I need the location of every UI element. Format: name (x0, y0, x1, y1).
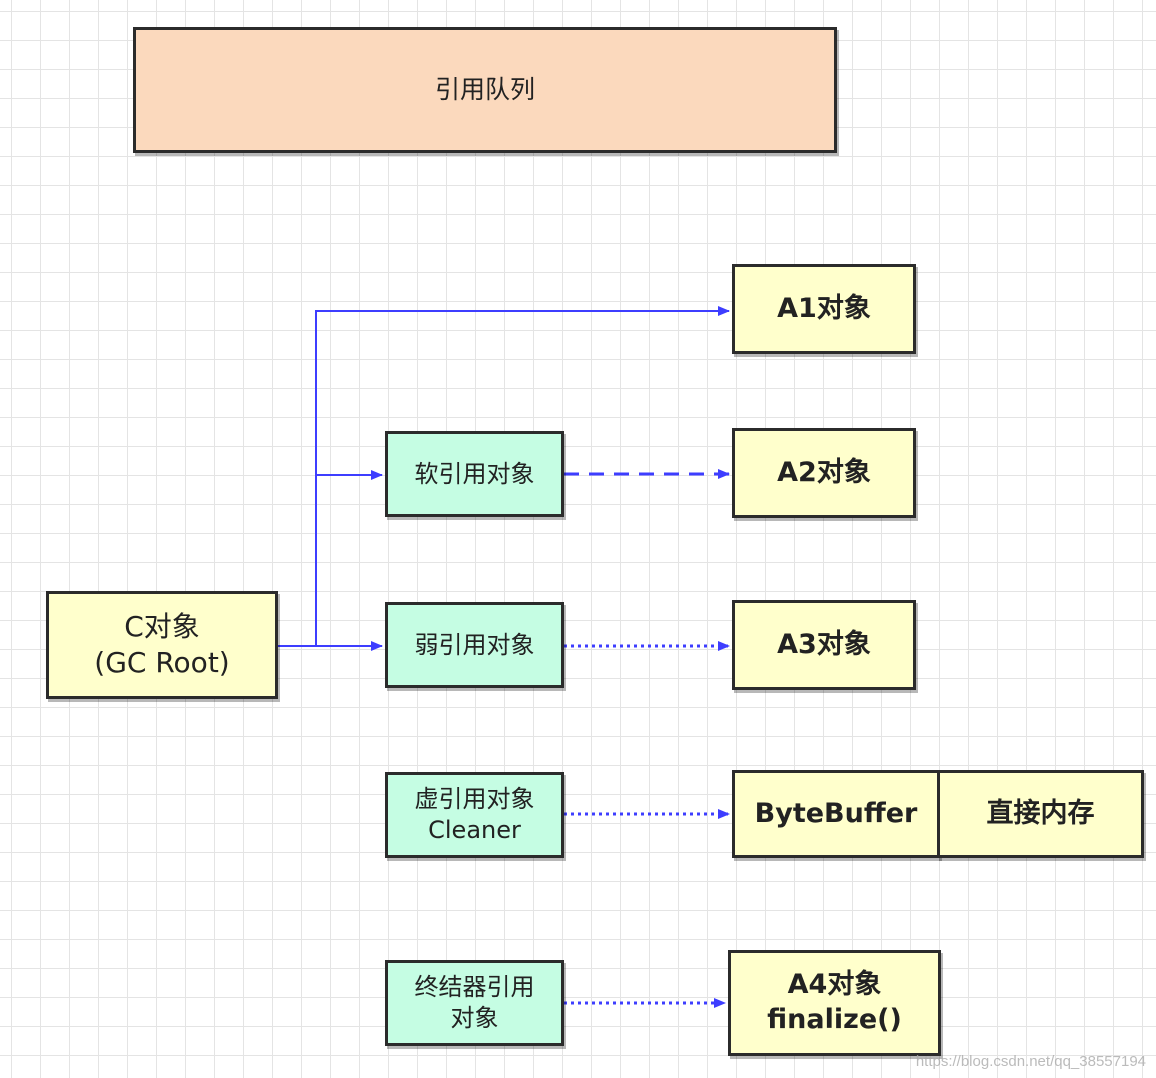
soft-reference-node: 软引用对象 (385, 431, 564, 517)
c-object-label: C对象 (124, 610, 200, 644)
watermark: https://blog.csdn.net/qq_38557194 (915, 1053, 1146, 1070)
phantom-reference-node: 虚引用对象 Cleaner (385, 772, 564, 858)
direct-memory-node: 直接内存 (937, 770, 1144, 858)
weak-reference-node: 弱引用对象 (385, 602, 564, 688)
a1-object-label: A1对象 (777, 292, 871, 324)
a2-object-node: A2对象 (732, 428, 916, 518)
direct-memory-label: 直接内存 (986, 797, 1095, 829)
reference-queue-node: 引用队列 (133, 27, 837, 153)
c-object-node: C对象 (GC Root) (46, 591, 278, 699)
a4-object-node: A4对象 finalize() (728, 950, 941, 1056)
finalizer-reference-object-label: 对象 (450, 1004, 499, 1032)
phantom-reference-label: 虚引用对象 (414, 785, 535, 814)
a2-object-label: A2对象 (777, 456, 871, 488)
a4-finalize-label: finalize() (767, 1004, 902, 1035)
soft-reference-label: 软引用对象 (414, 459, 535, 488)
finalizer-reference-node: 终结器引用 对象 (385, 960, 564, 1046)
bytebuffer-node: ByteBuffer (732, 770, 940, 858)
a4-object-label: A4对象 (787, 969, 882, 1001)
c-object-gc-root-label: (GC Root) (94, 646, 230, 679)
reference-queue-label: 引用队列 (434, 75, 535, 104)
a3-object-node: A3对象 (732, 600, 916, 690)
finalizer-reference-label: 终结器引用 (414, 973, 535, 1002)
phantom-reference-cleaner-label: Cleaner (428, 816, 521, 844)
a3-object-label: A3对象 (777, 628, 871, 660)
weak-reference-label: 弱引用对象 (414, 630, 535, 659)
bytebuffer-label: ByteBuffer (754, 797, 918, 829)
a1-object-node: A1对象 (732, 264, 916, 354)
